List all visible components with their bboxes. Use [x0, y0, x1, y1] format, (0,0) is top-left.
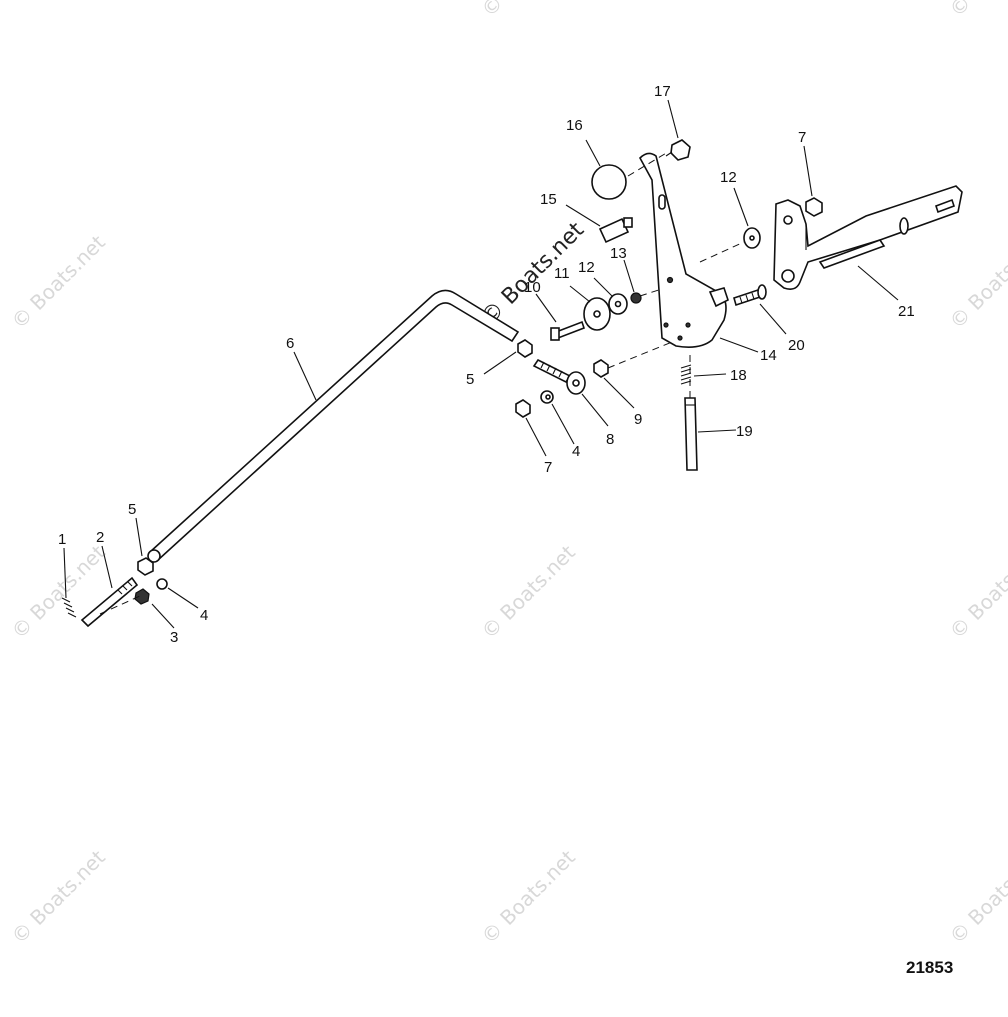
watermark: © Boats.net: [7, 540, 110, 643]
callout-20: 20: [788, 337, 805, 354]
callout-7: 7: [544, 459, 552, 476]
callout-5: 5: [466, 371, 474, 388]
watermark: © Boats.net: [945, 540, 1008, 643]
figure-number: 21853: [906, 958, 953, 977]
watermark: © Boats.net: [945, 845, 1008, 948]
spring-part-1: [61, 597, 77, 618]
callout-2: 2: [96, 529, 104, 546]
callout-9: 9: [634, 411, 642, 428]
stud-part-15: [598, 217, 633, 244]
pin-part-19: [684, 355, 698, 471]
nut-part-7-right: [805, 197, 823, 217]
callout-12: 12: [720, 169, 737, 186]
callout-13: 13: [610, 245, 627, 262]
callouts: 1 2 3 4 5 6 5 4 7 8 9 10 11 12 13 14 15 …: [58, 83, 915, 646]
callout-16: 16: [566, 117, 583, 134]
watermark: © Boats.net: [477, 540, 580, 643]
callout-14: 14: [760, 347, 777, 364]
watermark: © Boats.net: [477, 0, 580, 22]
rod-part-6: [147, 289, 520, 563]
leader-lines: [63, 99, 899, 629]
washer-part-12-right: [699, 227, 761, 263]
lower-left-hardware: [99, 557, 168, 615]
ball-part-16: [591, 164, 627, 200]
screw-part-20: [733, 284, 767, 307]
callout-21: 21: [898, 303, 915, 320]
bracket-part-21: [773, 185, 963, 290]
callout-3: 3: [170, 629, 178, 646]
callout-1: 1: [58, 531, 66, 548]
watermark-center: © Boats.net: [477, 217, 590, 330]
callout-18: 18: [730, 367, 747, 384]
callout-12: 12: [578, 259, 595, 276]
watermark: © Boats.net: [945, 0, 1008, 22]
screw-part-17: [627, 139, 691, 177]
callout-7: 7: [798, 129, 806, 146]
watermark: © Boats.net: [7, 230, 110, 333]
callout-4: 4: [200, 607, 208, 624]
callout-8: 8: [606, 431, 614, 448]
middle-hardware: [515, 286, 673, 418]
watermarks: © Boats.net © Boats.net © Boats.net © Bo…: [7, 0, 1008, 949]
callout-10: 10: [524, 279, 541, 296]
callout-4: 4: [572, 443, 580, 460]
callout-15: 15: [540, 191, 557, 208]
watermark: © Boats.net: [7, 845, 110, 948]
callout-11: 11: [554, 265, 570, 282]
spring-part-18: [680, 364, 692, 385]
watermark: © Boats.net: [477, 845, 580, 948]
watermark: © Boats.net: [945, 230, 1008, 333]
rod-end-part-2: [80, 576, 139, 628]
callout-17: 17: [654, 83, 671, 100]
callout-5: 5: [128, 501, 136, 518]
callout-19: 19: [736, 423, 753, 440]
callout-6: 6: [286, 335, 294, 352]
lever-plate-part-14: [639, 152, 729, 348]
